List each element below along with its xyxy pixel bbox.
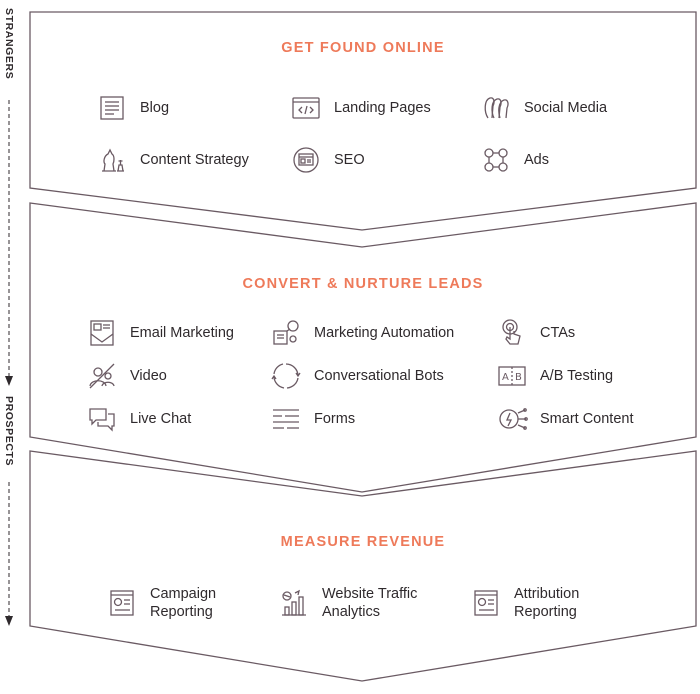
ab-testing-icon: A B xyxy=(498,366,526,386)
campaign-reporting-icon xyxy=(110,590,134,616)
item-website-traffic-analytics: Website Traffic Analytics xyxy=(278,585,417,621)
item-label: Social Media xyxy=(524,100,608,116)
item-blog: Blog xyxy=(96,92,169,124)
item-label: Campaign Reporting xyxy=(150,586,217,620)
smart-content-icon xyxy=(499,408,528,430)
item-label: SEO xyxy=(334,152,365,168)
video-icon xyxy=(89,363,115,389)
item-social-media: Social Media xyxy=(480,92,607,124)
side-label-prospects: PROSPECTS xyxy=(3,396,15,467)
side-label-strangers: STRANGERS xyxy=(3,8,15,80)
item-marketing-automation: Marketing Automation xyxy=(270,317,454,349)
item-ab-testing: A B A/B Testing xyxy=(496,360,613,392)
item-label: Marketing Automation xyxy=(314,325,455,341)
ads-icon xyxy=(484,148,508,172)
live-chat-icon xyxy=(89,408,115,432)
item-label: Live Chat xyxy=(130,411,192,427)
item-label: Website Traffic Analytics xyxy=(322,586,418,620)
social-media-icon xyxy=(484,97,509,119)
side-arrow-top-head xyxy=(5,376,13,386)
item-email-marketing: Email Marketing xyxy=(86,317,234,349)
item-video: Video xyxy=(86,360,167,392)
landing-pages-icon xyxy=(292,97,320,119)
marketing-automation-icon xyxy=(273,320,299,345)
item-label: CTAs xyxy=(540,325,576,341)
item-content-strategy: Content Strategy xyxy=(96,144,249,176)
item-smart-content: Smart Content xyxy=(496,403,634,435)
website-traffic-analytics-icon xyxy=(282,589,306,616)
item-label: Forms xyxy=(314,411,356,427)
stage-3-title: MEASURE REVENUE xyxy=(280,534,446,550)
item-label: Video xyxy=(130,368,167,384)
stage-3-chevron xyxy=(29,450,697,682)
item-landing-pages: Landing Pages xyxy=(290,92,431,124)
stage-2-chevron xyxy=(29,202,697,493)
stage-2-title: CONVERT & NURTURE LEADS xyxy=(242,276,484,292)
item-seo: SEO xyxy=(290,144,365,176)
item-forms: Forms xyxy=(270,403,355,435)
item-label: Smart Content xyxy=(540,411,634,427)
item-campaign-reporting: Campaign Reporting xyxy=(106,585,216,621)
item-label: Conversational Bots xyxy=(314,368,444,384)
seo-icon xyxy=(293,147,319,173)
cta-icon xyxy=(502,319,521,345)
stage-1-chevron xyxy=(29,11,697,231)
conversational-bots-icon xyxy=(271,363,301,389)
side-arrow-bottom-head xyxy=(5,616,13,626)
forms-icon xyxy=(273,409,299,429)
item-conversational-bots: Conversational Bots xyxy=(270,360,444,392)
item-label: Blog xyxy=(140,100,170,116)
item-label: Ads xyxy=(524,152,549,168)
item-label: Landing Pages xyxy=(334,100,431,116)
stage-1-title: GET FOUND ONLINE xyxy=(281,40,445,56)
item-label: A/B Testing xyxy=(540,368,614,384)
item-ctas: CTAs xyxy=(496,317,575,349)
svg-text:B: B xyxy=(515,372,522,383)
item-live-chat: Live Chat xyxy=(86,403,191,435)
blog-icon xyxy=(100,96,124,120)
attribution-reporting-icon xyxy=(474,590,498,616)
content-strategy-icon xyxy=(102,148,124,172)
email-marketing-icon xyxy=(90,320,114,346)
item-label: Email Marketing xyxy=(130,325,234,341)
item-label: Attribution Reporting xyxy=(514,586,580,620)
item-label: Content Strategy xyxy=(140,152,249,168)
item-ads: Ads xyxy=(480,144,549,176)
svg-text:A: A xyxy=(502,372,509,383)
item-attribution-reporting: Attribution Reporting xyxy=(470,585,579,621)
